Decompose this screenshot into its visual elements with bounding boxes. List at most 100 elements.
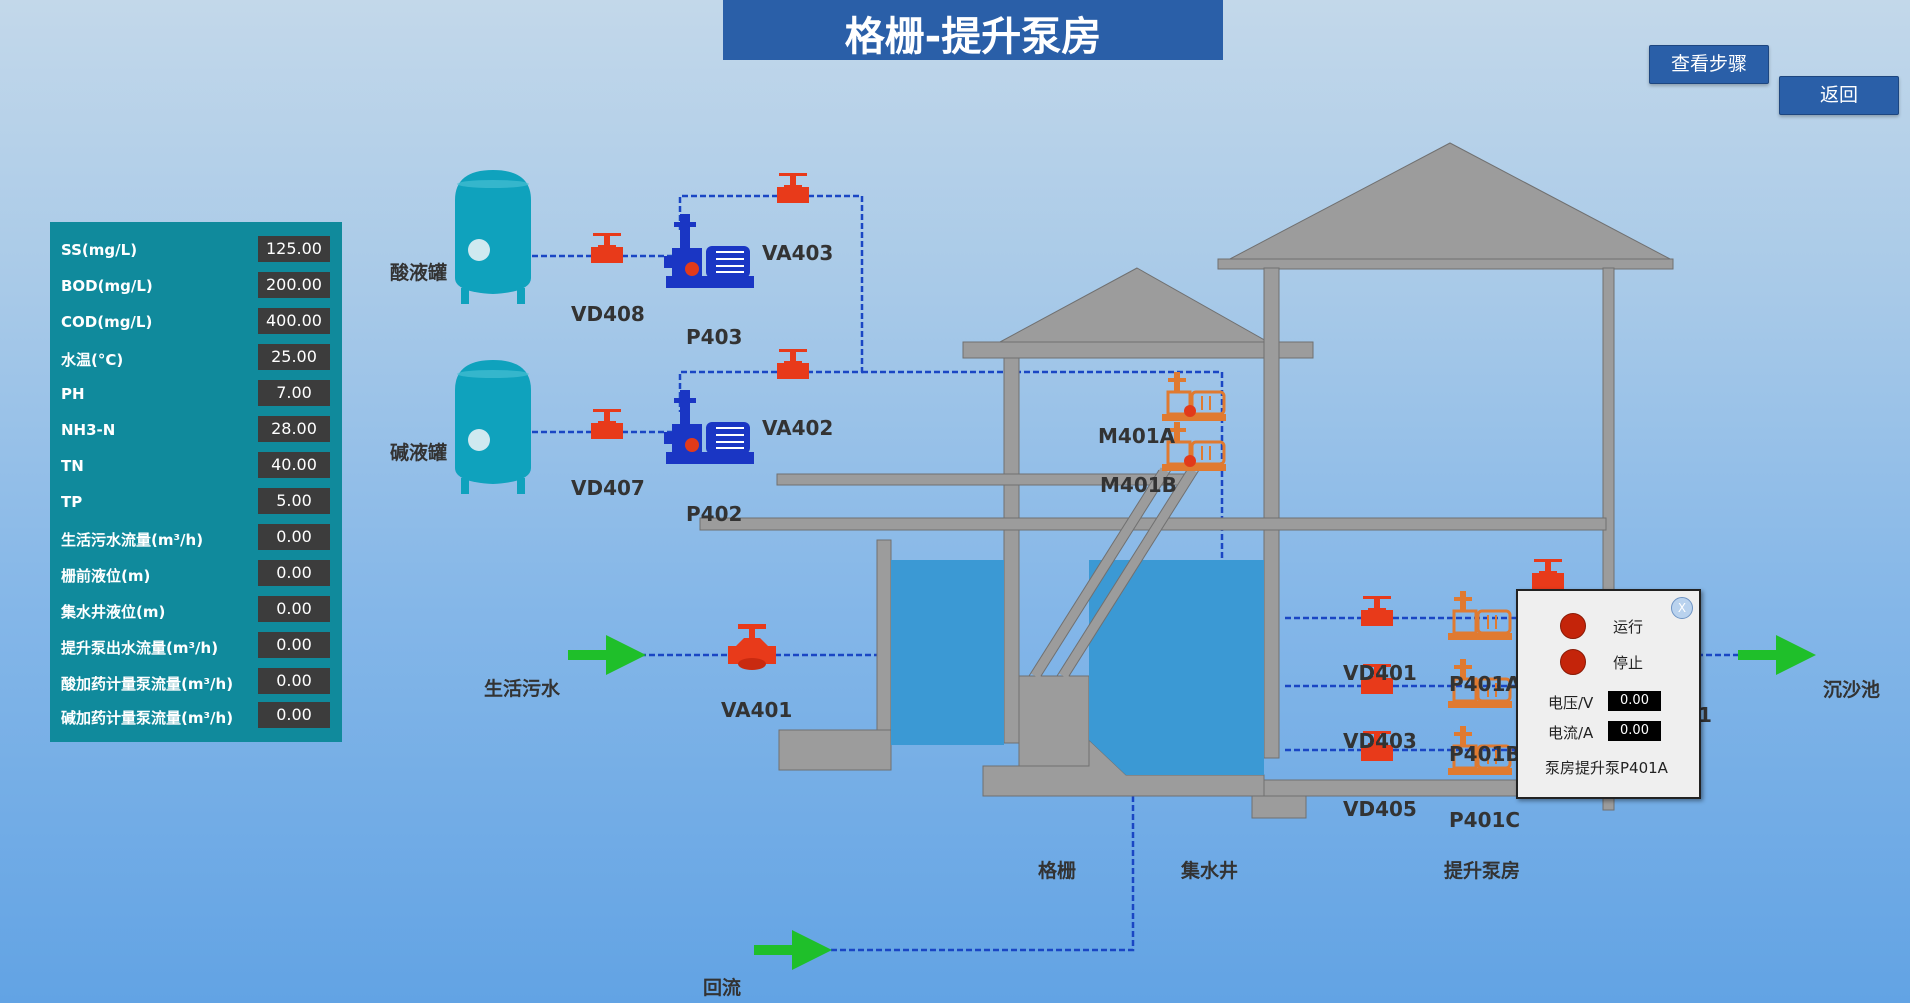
page-title: 格栅-提升泵房 (844, 14, 1102, 60)
vd401-label: VD401 (1343, 661, 1417, 685)
sump-label: 集水井 (1181, 860, 1239, 882)
param-label: TN (61, 457, 84, 475)
vd403-label: VD403 (1343, 729, 1417, 753)
alkali-tank-label: 碱液罐 (390, 442, 448, 464)
pump-p403-icon[interactable] (663, 213, 755, 289)
param-value: 28.00 (258, 416, 330, 442)
pipe-reflux (825, 796, 1135, 952)
stop-indicator-icon (1560, 649, 1586, 675)
pipe-to-sump (862, 370, 1224, 580)
param-row-water-temp: 水温(°C) 25.00 (50, 340, 342, 376)
param-value: 0.00 (258, 702, 330, 728)
param-label: 生活污水流量(m³/h) (61, 531, 204, 549)
param-value: 125.00 (258, 236, 330, 262)
param-row-alkali-dose: 碱加药计量泵流量(m³/h) 0.00 (50, 698, 342, 734)
sump-roof (999, 267, 1270, 343)
param-value: 40.00 (258, 452, 330, 478)
param-label: PH (61, 385, 85, 403)
reflux-label: 回流 (703, 977, 742, 999)
column-mid (1263, 267, 1280, 759)
pump-p401a-icon[interactable] (1446, 589, 1514, 642)
page-title-bar: 格栅-提升泵房 (723, 0, 1223, 60)
building-structure (699, 142, 1674, 819)
voltage-label: 电压/V (1548, 694, 1594, 712)
pump-house-eave (1217, 258, 1674, 270)
param-label: 集水井液位(m) (61, 603, 166, 621)
param-row-ph: PH 7.00 (50, 376, 342, 412)
pump-info-popup: X 运行 停止 电压/V 0.00 电流/A 0.00 泵房提升泵P401A (1516, 589, 1701, 799)
param-label: 水温(°C) (61, 351, 124, 369)
valve-vd407-icon[interactable] (591, 409, 623, 439)
param-value: 0.00 (258, 668, 330, 694)
grille-screen (1030, 467, 1198, 679)
view-steps-button[interactable]: 查看步骤 (1649, 45, 1769, 84)
param-label: COD(mg/L) (61, 313, 153, 331)
param-label: 提升泵出水流量(m³/h) (61, 639, 219, 657)
param-label: NH3-N (61, 421, 116, 439)
param-label: 碱加药计量泵流量(m³/h) (61, 709, 234, 727)
vd405-label: VD405 (1343, 797, 1417, 821)
vd408-label: VD408 (571, 302, 645, 326)
param-row-sewage-flow: 生活污水流量(m³/h) 0.00 (50, 520, 342, 556)
grille-bar-1 (1030, 467, 1170, 679)
param-row-cod: COD(mg/L) 400.00 (50, 304, 342, 340)
p402-label: P402 (686, 502, 743, 526)
param-row-acid-dose: 酸加药计量泵流量(m³/h) 0.00 (50, 664, 342, 700)
grille-screen-outline (1028, 469, 1200, 677)
param-value: 0.00 (258, 632, 330, 658)
inlet-floor (778, 729, 892, 771)
valve-va402-icon[interactable] (777, 349, 809, 379)
pump-house-roof (1227, 142, 1673, 261)
alkali-tank-icon (455, 360, 531, 494)
param-label: TP (61, 493, 83, 511)
popup-close-button[interactable]: X (1671, 597, 1693, 619)
param-value: 0.00 (258, 560, 330, 586)
run-indicator-icon (1560, 613, 1586, 639)
param-value: 200.00 (258, 272, 330, 298)
param-value: 0.00 (258, 596, 330, 622)
back-button[interactable]: 返回 (1779, 76, 1899, 115)
va403-label: VA403 (762, 241, 834, 265)
pipe-dosing-loop (678, 194, 864, 412)
pump-house-label: 提升泵房 (1444, 860, 1521, 882)
va402-label: VA402 (762, 416, 834, 440)
valve-va403-icon[interactable] (777, 173, 809, 203)
sewage-inlet-arrow-icon (568, 635, 646, 675)
reflux-arrow-icon (754, 930, 832, 970)
m401b-label: M401B (1100, 473, 1177, 497)
column-right (1602, 267, 1615, 811)
grille-channel-water (891, 560, 1004, 745)
m401a-label: M401A (1098, 424, 1176, 448)
param-label: BOD(mg/L) (61, 277, 153, 295)
param-row-ss: SS(mg/L) 125.00 (50, 232, 342, 268)
va401-label: VA401 (721, 698, 793, 722)
param-row-grille-level: 栅前液位(m) 0.00 (50, 556, 342, 592)
param-row-tn: TN 40.00 (50, 448, 342, 484)
param-label: SS(mg/L) (61, 241, 138, 259)
param-value: 5.00 (258, 488, 330, 514)
param-row-nh3n: NH3-N 28.00 (50, 412, 342, 448)
grille-wall-left (876, 539, 892, 735)
valve-vd401-icon[interactable] (1361, 596, 1393, 626)
outlet-arrow-icon (1738, 635, 1816, 675)
current-label: 电流/A (1548, 724, 1594, 742)
valve-outlet-icon[interactable] (1532, 559, 1564, 589)
sump-eave (962, 341, 1314, 359)
current-value: 0.00 (1608, 721, 1661, 741)
popup-caption: 泵房提升泵P401A (1545, 759, 1668, 777)
stop-label: 停止 (1613, 654, 1644, 672)
param-value: 400.00 (258, 308, 330, 334)
valve-va401-icon[interactable] (728, 624, 776, 670)
p401b-label: P401B (1449, 742, 1521, 766)
param-label: 栅前液位(m) (61, 567, 151, 585)
vd407-label: VD407 (571, 476, 645, 500)
run-label: 运行 (1613, 618, 1644, 636)
voltage-value: 0.00 (1608, 691, 1661, 711)
valve-vd408-icon[interactable] (591, 233, 623, 263)
pump-tag-partial-label: 1 (1698, 703, 1712, 727)
pump-p402-icon[interactable] (663, 389, 755, 465)
sand-tank-label: 沉沙池 (1823, 679, 1881, 701)
param-label: 酸加药计量泵流量(m³/h) (61, 675, 234, 693)
floor-step (1251, 795, 1307, 819)
